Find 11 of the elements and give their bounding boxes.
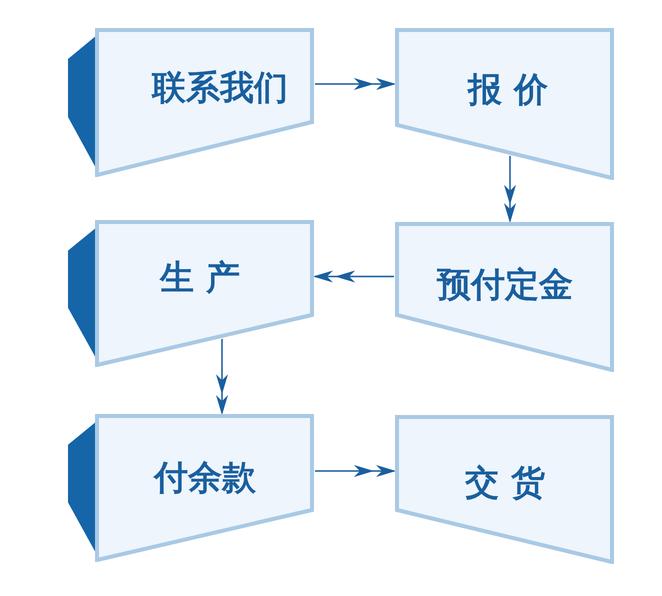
- step-label: 生 产: [160, 257, 240, 300]
- step-label: 联系我们: [152, 67, 288, 110]
- arrow: [315, 465, 394, 477]
- arrow: [216, 338, 228, 414]
- step-label: 交 货: [465, 462, 545, 505]
- arrow: [315, 78, 394, 90]
- step-label: 付余款: [154, 457, 256, 500]
- arrow: [504, 156, 516, 222]
- arrow: [315, 270, 394, 282]
- step-label: 报 价: [468, 69, 548, 112]
- step-label: 预付定金: [437, 264, 573, 307]
